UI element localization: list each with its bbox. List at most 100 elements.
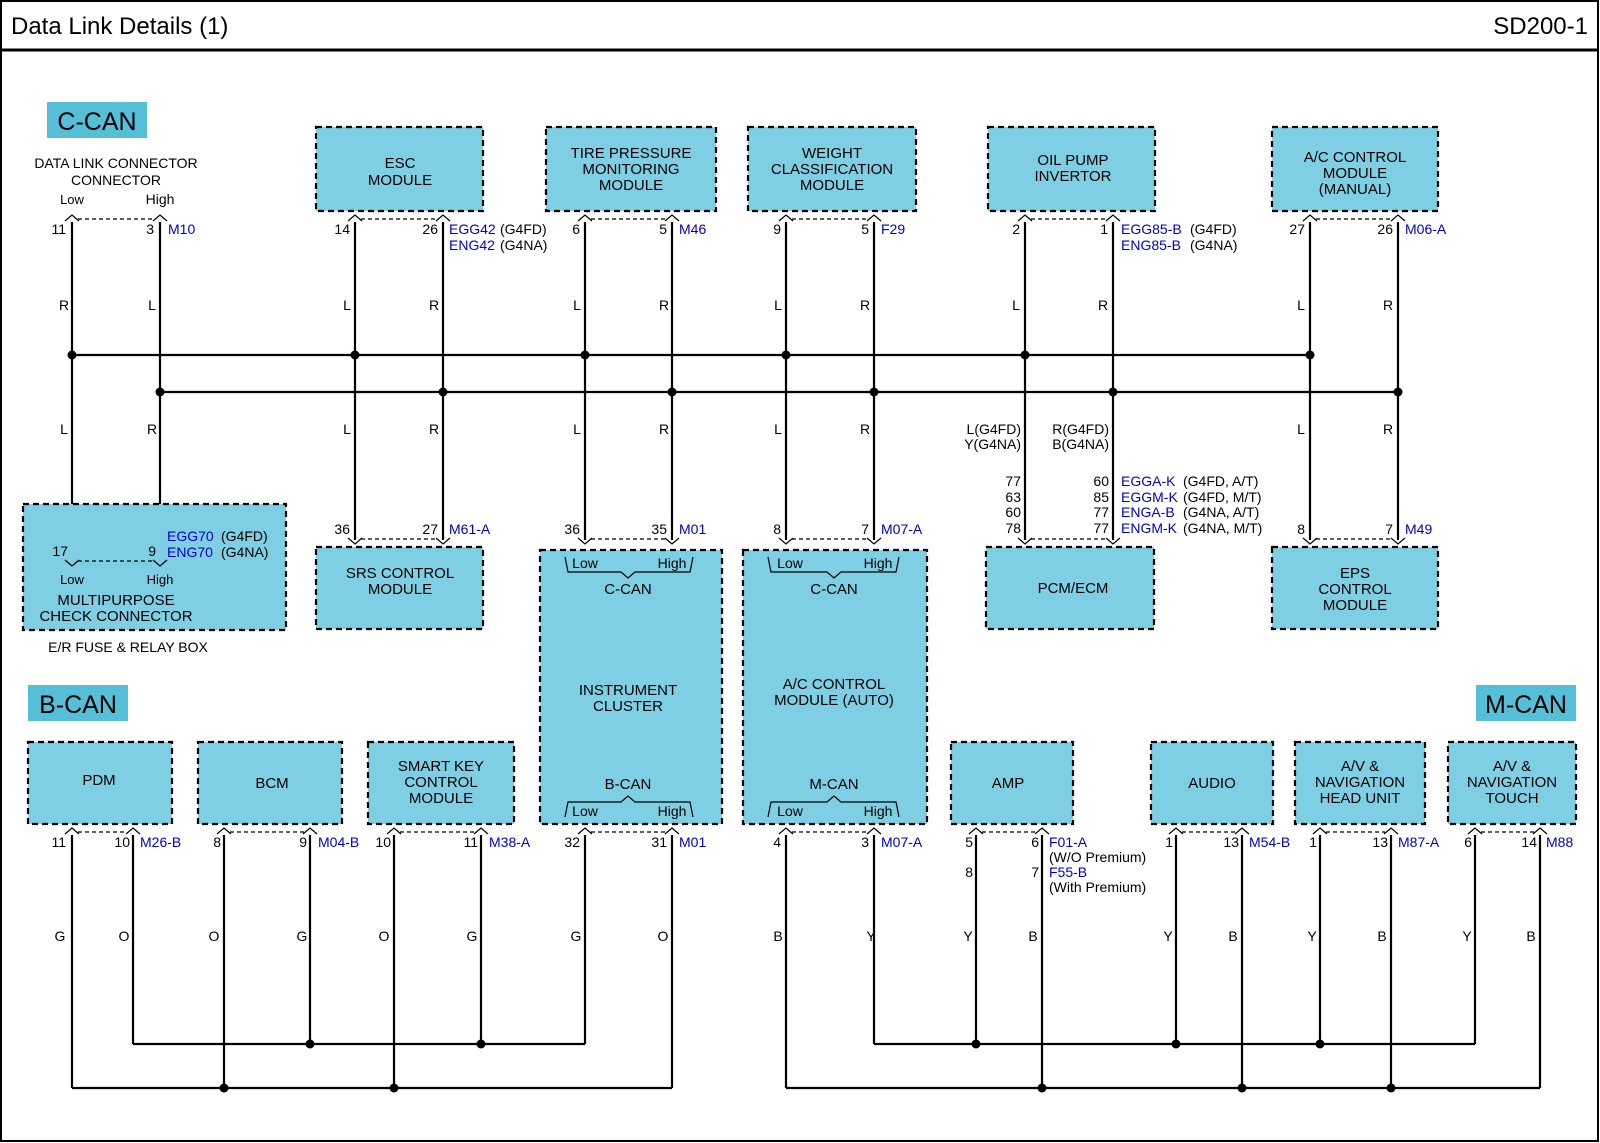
svg-text:M-CAN: M-CAN bbox=[809, 776, 858, 793]
svg-text:R: R bbox=[429, 421, 439, 437]
svg-text:R: R bbox=[860, 421, 870, 437]
svg-text:9: 9 bbox=[148, 543, 156, 559]
data-link-connector: DATA LINK CONNECTOR CONNECTOR Low High 1… bbox=[34, 155, 198, 560]
svg-text:M-CAN: M-CAN bbox=[1485, 691, 1567, 719]
svg-text:35: 35 bbox=[651, 521, 667, 537]
svg-text:26: 26 bbox=[422, 221, 438, 237]
av-navigation-touch: A/V & NAVIGATION TOUCH 6 14 M88 Y B bbox=[1446, 740, 1578, 944]
svg-text:PCM/ECM: PCM/ECM bbox=[1038, 580, 1109, 597]
svg-text:R: R bbox=[659, 421, 669, 437]
svg-text:C-CAN: C-CAN bbox=[57, 108, 136, 136]
svg-text:M07-A: M07-A bbox=[881, 834, 923, 850]
svg-text:36: 36 bbox=[564, 521, 580, 537]
svg-text:R: R bbox=[860, 297, 870, 313]
svg-text:11: 11 bbox=[51, 221, 66, 237]
svg-text:1: 1 bbox=[1100, 221, 1108, 237]
svg-text:26: 26 bbox=[1377, 221, 1393, 237]
svg-text:(G4NA, M/T): (G4NA, M/T) bbox=[1183, 520, 1262, 536]
weight-classification-module: WEIGHT CLASSIFICATION MODULE 9 5 F29 L R… bbox=[746, 125, 918, 540]
svg-text:ESC: ESC bbox=[385, 155, 416, 172]
svg-text:R: R bbox=[59, 297, 69, 313]
svg-text:13: 13 bbox=[1223, 834, 1239, 850]
svg-text:L: L bbox=[60, 421, 68, 437]
mcan-tag: M-CAN bbox=[1476, 685, 1576, 721]
bcm-module: BCM 8 9 M04-B O G bbox=[196, 740, 359, 944]
svg-text:(G4FD, A/T): (G4FD, A/T) bbox=[1183, 473, 1258, 489]
svg-text:MODULE: MODULE bbox=[800, 177, 864, 194]
svg-text:EGGA-K: EGGA-K bbox=[1121, 473, 1176, 489]
svg-text:Low: Low bbox=[572, 555, 599, 571]
svg-text:M01: M01 bbox=[679, 834, 706, 850]
esc-module: ESC MODULE 14 26 EGG42 (G4FD) ENG42 (G4N… bbox=[314, 125, 547, 540]
svg-text:MONITORING: MONITORING bbox=[582, 161, 679, 178]
svg-text:EGG85-B: EGG85-B bbox=[1121, 221, 1182, 237]
svg-text:L: L bbox=[573, 297, 581, 313]
svg-text:7: 7 bbox=[861, 521, 869, 537]
svg-text:R: R bbox=[659, 297, 669, 313]
svg-text:(G4FD): (G4FD) bbox=[500, 221, 547, 237]
svg-text:60: 60 bbox=[1005, 504, 1021, 520]
srs-control-module: 36 27 M61-A SRS CONTROL MODULE bbox=[314, 521, 491, 631]
svg-text:L: L bbox=[774, 421, 782, 437]
svg-text:8: 8 bbox=[965, 864, 973, 880]
svg-text:F01-A: F01-A bbox=[1049, 834, 1088, 850]
svg-text:L: L bbox=[1297, 297, 1305, 313]
svg-text:A/C CONTROL: A/C CONTROL bbox=[783, 676, 886, 693]
audio-module: AUDIO 1 13 M54-B Y B bbox=[1149, 740, 1290, 944]
svg-text:B-CAN: B-CAN bbox=[605, 776, 652, 793]
svg-text:AUDIO: AUDIO bbox=[1188, 775, 1236, 792]
svg-text:Low: Low bbox=[777, 555, 804, 571]
svg-text:EGGM-K: EGGM-K bbox=[1121, 489, 1178, 505]
svg-text:Y: Y bbox=[1163, 928, 1173, 944]
svg-text:O: O bbox=[379, 928, 390, 944]
svg-text:NAVIGATION: NAVIGATION bbox=[1467, 774, 1557, 791]
svg-text:(G4FD): (G4FD) bbox=[1190, 221, 1237, 237]
svg-text:INVERTOR: INVERTOR bbox=[1035, 168, 1112, 185]
svg-text:TIRE PRESSURE: TIRE PRESSURE bbox=[571, 145, 692, 162]
svg-text:(G4NA, A/T): (G4NA, A/T) bbox=[1183, 504, 1259, 520]
amp-module: AMP 5 6 8 7 F01-A (W/O Premium) F55-B (W… bbox=[949, 740, 1146, 944]
svg-text:M54-B: M54-B bbox=[1249, 834, 1290, 850]
svg-text:M87-A: M87-A bbox=[1398, 834, 1440, 850]
svg-text:EGG42: EGG42 bbox=[449, 221, 496, 237]
svg-text:C-CAN: C-CAN bbox=[604, 581, 652, 598]
svg-text:ENGA-B: ENGA-B bbox=[1121, 504, 1175, 520]
svg-text:MODULE: MODULE bbox=[368, 581, 432, 598]
svg-text:M26-B: M26-B bbox=[140, 834, 181, 850]
svg-text:3: 3 bbox=[146, 221, 154, 237]
svg-text:(W/O Premium): (W/O Premium) bbox=[1049, 849, 1146, 865]
svg-text:6: 6 bbox=[1031, 834, 1039, 850]
svg-text:Y: Y bbox=[1307, 928, 1317, 944]
svg-text:3: 3 bbox=[861, 834, 869, 850]
svg-text:BCM: BCM bbox=[255, 775, 288, 792]
svg-text:10: 10 bbox=[375, 834, 391, 850]
svg-text:M88: M88 bbox=[1546, 834, 1573, 850]
svg-text:9: 9 bbox=[773, 221, 781, 237]
svg-text:EPS: EPS bbox=[1340, 565, 1370, 582]
page-title: Data Link Details (1) bbox=[11, 13, 228, 40]
svg-text:B: B bbox=[1526, 928, 1535, 944]
svg-text:C-CAN: C-CAN bbox=[810, 581, 858, 598]
svg-text:36: 36 bbox=[334, 521, 350, 537]
svg-text:Y: Y bbox=[1462, 928, 1472, 944]
svg-text:(MANUAL): (MANUAL) bbox=[1319, 181, 1392, 198]
svg-text:7: 7 bbox=[1031, 864, 1039, 880]
svg-text:CONTROL: CONTROL bbox=[404, 774, 477, 791]
svg-text:M10: M10 bbox=[168, 221, 195, 237]
svg-text:High: High bbox=[146, 191, 175, 207]
svg-text:(With Premium): (With Premium) bbox=[1049, 879, 1146, 895]
svg-text:R: R bbox=[429, 297, 439, 313]
svg-text:9: 9 bbox=[299, 834, 307, 850]
svg-text:14: 14 bbox=[1521, 834, 1537, 850]
svg-text:R: R bbox=[1098, 297, 1108, 313]
svg-text:1: 1 bbox=[1165, 834, 1173, 850]
svg-text:85: 85 bbox=[1093, 489, 1109, 505]
svg-text:L: L bbox=[1012, 297, 1020, 313]
svg-text:G: G bbox=[297, 928, 308, 944]
svg-text:CLASSIFICATION: CLASSIFICATION bbox=[771, 161, 893, 178]
svg-text:6: 6 bbox=[1464, 834, 1472, 850]
bcan-wiring bbox=[70, 835, 674, 1093]
svg-text:WEIGHT: WEIGHT bbox=[802, 145, 862, 162]
svg-text:M61-A: M61-A bbox=[449, 521, 491, 537]
svg-text:5: 5 bbox=[861, 221, 869, 237]
